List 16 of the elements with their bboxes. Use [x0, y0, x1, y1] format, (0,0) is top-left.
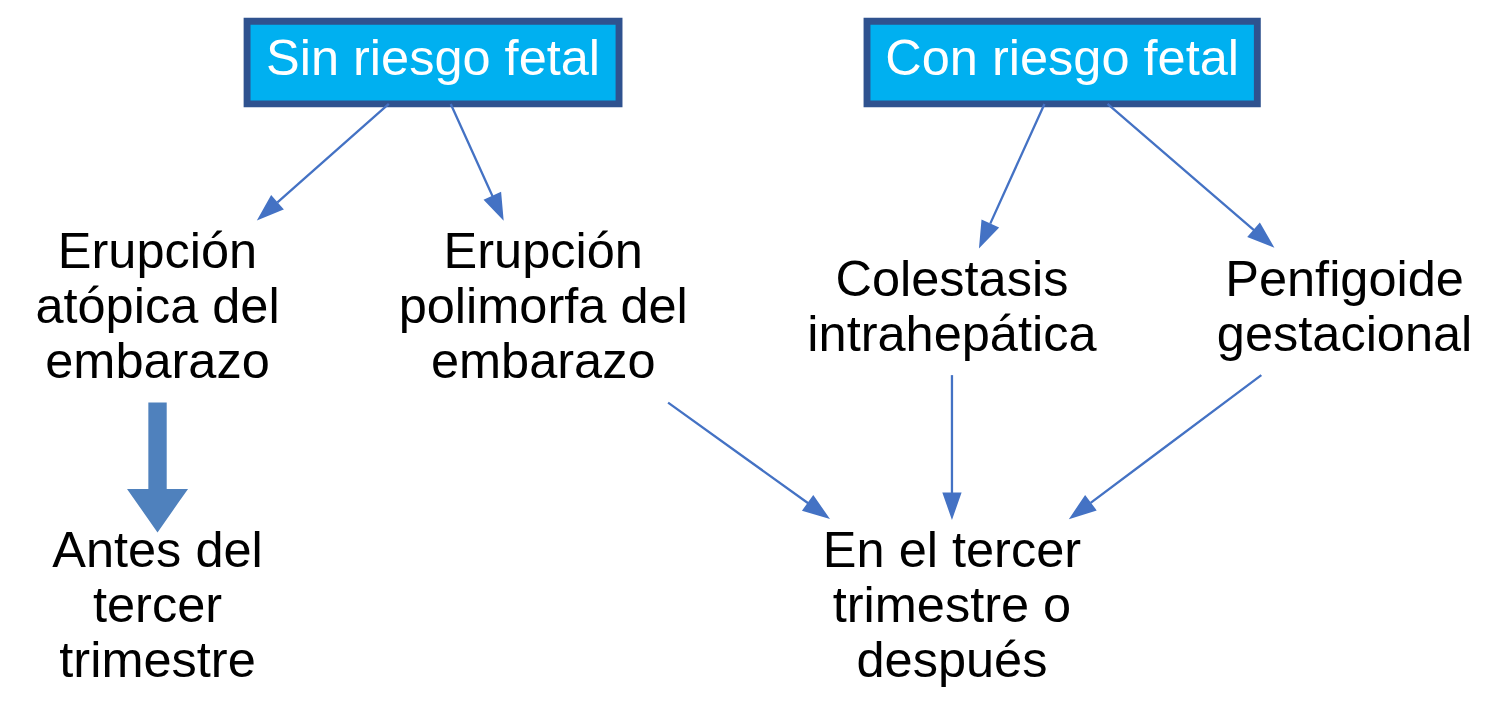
node-text: Erupción polimorfa del embarazo	[398, 221, 688, 389]
arrow	[942, 374, 962, 520]
arrow	[978, 102, 1046, 249]
arrow	[449, 102, 504, 221]
node-box: Sin riesgo fetal	[243, 17, 623, 107]
node-text: Colestasis intrahepática	[807, 249, 1097, 362]
node-box: Con riesgo fetal	[863, 17, 1261, 107]
arrow	[667, 401, 830, 519]
arrow	[1068, 373, 1262, 519]
node-text: Penfigoide gestacional	[1216, 249, 1473, 362]
arrow	[1106, 102, 1275, 248]
node-text: En el tercer trimestre o después	[822, 520, 1082, 688]
arrow	[127, 402, 188, 532]
node-text: Erupción atópica del embarazo	[35, 221, 280, 389]
arrow	[256, 102, 390, 220]
node-text: Antes del tercer trimestre	[52, 520, 263, 688]
